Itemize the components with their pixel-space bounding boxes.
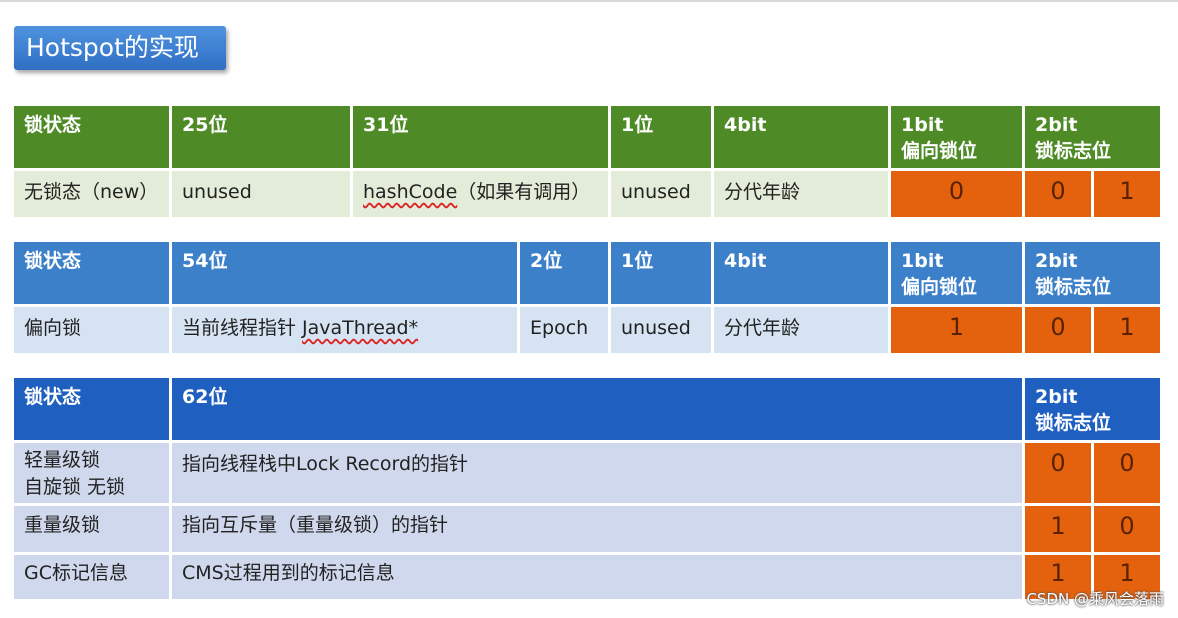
- header-lock-flag: 2bit 锁标志位: [1025, 242, 1160, 304]
- slide-title: Hotspot的实现: [14, 26, 226, 70]
- cell-unused: unused: [172, 171, 350, 217]
- cell-lock-record-pointer: 指向线程栈中Lock Record的指针: [172, 443, 1022, 503]
- header-lock-state: 锁状态: [14, 378, 169, 440]
- cell-thread-pointer: 当前线程指针 JavaThread*: [172, 307, 517, 353]
- cell-flag-bit1: 0: [1025, 171, 1091, 217]
- cell-biased-bit: 0: [891, 171, 1022, 217]
- watermark: CSDN @乘风会落雨: [1026, 590, 1164, 608]
- cell-state-lightweight: 轻量级锁 自旋锁 无锁: [14, 443, 169, 503]
- cell-gc-age: 分代年龄: [714, 171, 888, 217]
- cell-mutex-pointer: 指向互斥量（重量级锁）的指针: [172, 506, 1022, 552]
- cell-flag-bit2: 1: [1094, 171, 1160, 217]
- cell-epoch: Epoch: [520, 307, 608, 353]
- cell-flag-bit2: 0: [1094, 443, 1160, 503]
- cell-state-gc-mark: GC标记信息: [14, 555, 169, 599]
- header-54bits: 54位: [172, 242, 517, 304]
- header-biased-bit: 1bit 偏向锁位: [891, 106, 1022, 168]
- top-divider: [0, 0, 1178, 2]
- header-25bits: 25位: [172, 106, 350, 168]
- cell-unused: unused: [611, 307, 711, 353]
- header-lock-state: 锁状态: [14, 106, 169, 168]
- cell-flag-bit1: 1: [1025, 555, 1091, 599]
- cell-state-heavyweight: 重量级锁: [14, 506, 169, 552]
- cell-flag-bit2: 1: [1094, 307, 1160, 353]
- cell-flag-bit2: 1: [1094, 555, 1160, 599]
- table-locks: 锁状态 62位 2bit 锁标志位 轻量级锁 自旋锁 无锁 指向线程栈中Lock…: [14, 378, 1160, 599]
- header-biased-bit: 1bit 偏向锁位: [891, 242, 1022, 304]
- cell-state-unlocked: 无锁态（new）: [14, 171, 169, 217]
- cell-unused-1bit: unused: [611, 171, 711, 217]
- header-62bits: 62位: [172, 378, 1022, 440]
- cell-gc-age: 分代年龄: [714, 307, 888, 353]
- cell-flag-bit1: 1: [1025, 506, 1091, 552]
- header-1bit: 1位: [611, 242, 711, 304]
- javathread-text: JavaThread*: [302, 317, 419, 339]
- header-lock-flag: 2bit 锁标志位: [1025, 378, 1160, 440]
- header-2bits: 2位: [520, 242, 608, 304]
- header-31bits: 31位: [353, 106, 608, 168]
- cell-biased-bit: 1: [891, 307, 1022, 353]
- hashcode-text: hashCode: [363, 181, 458, 203]
- cell-flag-bit1: 0: [1025, 443, 1091, 503]
- header-lock-state: 锁状态: [14, 242, 169, 304]
- cell-hashcode: hashCode（如果有调用）: [353, 171, 608, 217]
- header-4bit: 4bit: [714, 242, 888, 304]
- cell-flag-bit1: 0: [1025, 307, 1091, 353]
- table-unlocked: 锁状态 25位 31位 1位 4bit 1bit 偏向锁位 2bit 锁标志位 …: [14, 106, 1160, 217]
- cell-flag-bit2: 0: [1094, 506, 1160, 552]
- header-4bit: 4bit: [714, 106, 888, 168]
- table-biased: 锁状态 54位 2位 1位 4bit 1bit 偏向锁位 2bit 锁标志位 偏…: [14, 242, 1160, 353]
- hashcode-note: （如果有调用）: [457, 181, 591, 203]
- header-lock-flag: 2bit 锁标志位: [1025, 106, 1160, 168]
- header-1bit: 1位: [611, 106, 711, 168]
- cell-cms-mark-info: CMS过程用到的标记信息: [172, 555, 1022, 599]
- cell-state-biased: 偏向锁: [14, 307, 169, 353]
- thread-pointer-text: 当前线程指针: [182, 317, 303, 339]
